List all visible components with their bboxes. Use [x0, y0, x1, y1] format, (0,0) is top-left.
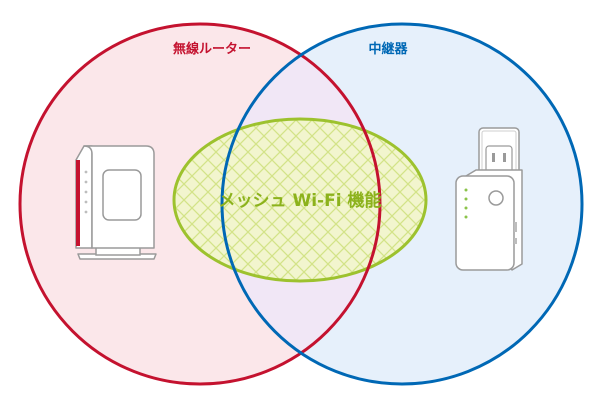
repeater-circle-outline	[220, 22, 584, 386]
wireless-router-icon	[75, 145, 157, 260]
mesh-wifi-label: メッシュ Wi-Fi 機能	[219, 190, 382, 211]
wifi-repeater-icon	[455, 127, 523, 271]
router-circle-outline	[18, 22, 382, 386]
mesh-wifi-ellipse	[172, 117, 428, 283]
intersection-fill	[222, 24, 380, 384]
repeater-label: 中継器	[368, 41, 408, 57]
router-label: 無線ルーター	[173, 41, 251, 57]
